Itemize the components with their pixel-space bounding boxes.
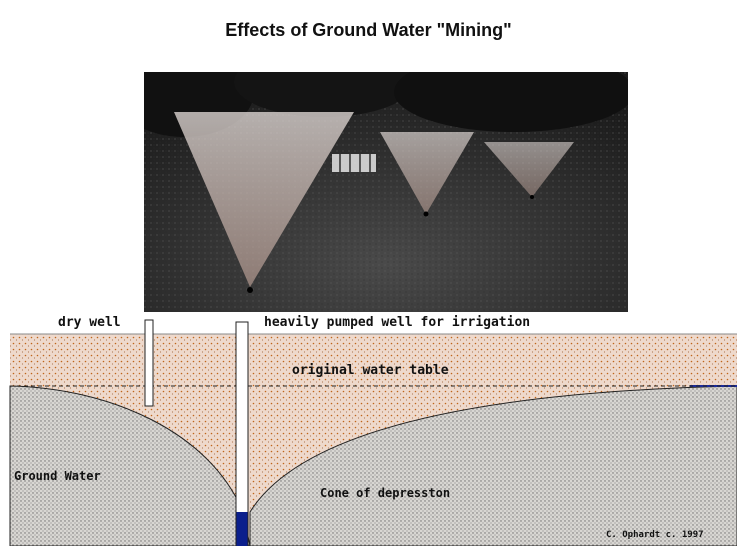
sprinkler-photo [144,72,628,312]
dry-well-pipe [144,319,154,407]
well-water [236,512,248,546]
ground-water-label: Ground Water [14,469,101,483]
dry-well-label: dry well [58,315,121,330]
ground-water-zone [9,385,737,546]
pumped-well-label: heavily pumped well for irrigation [264,315,531,330]
groundwater-cross-section [9,319,737,546]
credit-label: C. Ophardt c. 1997 [606,530,704,540]
cone-of-depression-label: Cone of depresston [320,486,451,500]
original-water-table-label: original water table [292,363,449,378]
pumped-well-pipe [235,321,249,546]
diagram-title: Effects of Ground Water "Mining" [225,20,512,40]
